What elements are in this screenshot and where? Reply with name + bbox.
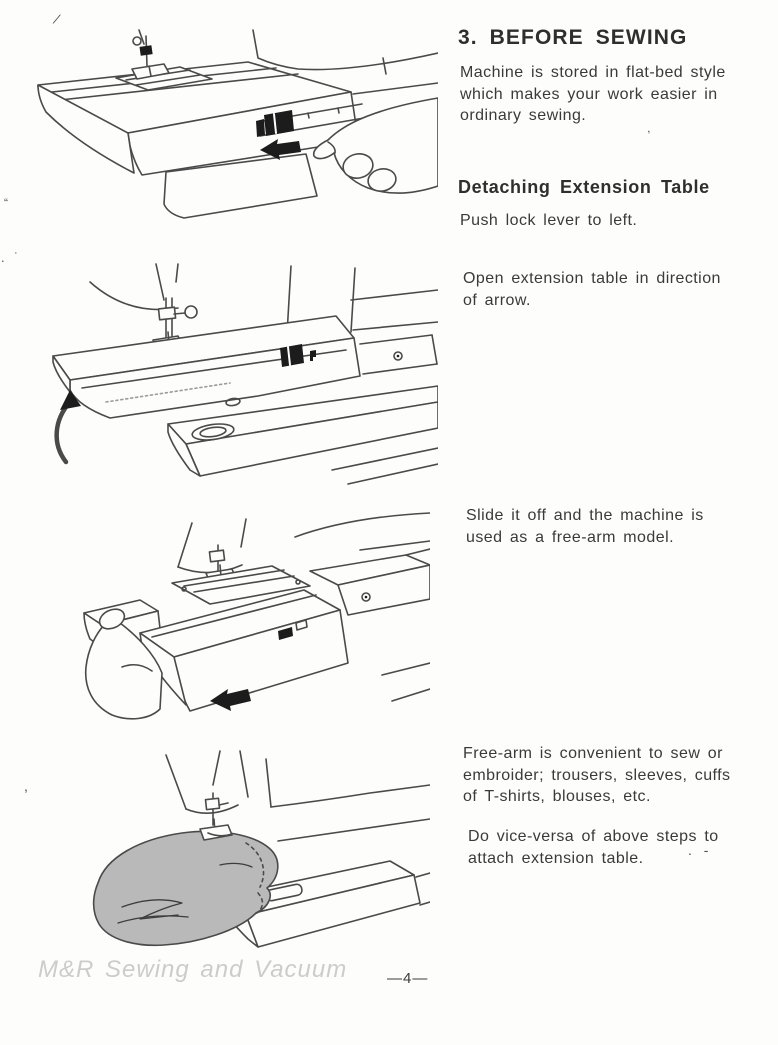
text-line: of arrow. [463,291,531,309]
step-free-arm-use: Free-arm is convenient to sew or embroid… [463,743,731,808]
table-surface-lines [331,447,438,485]
presser-foot [131,29,170,80]
free-arm-base [167,385,438,477]
presser-foot [199,818,233,841]
curved-arrow-icon [54,390,81,465]
text-line: attach extension table. [468,849,644,867]
hand [84,608,163,720]
text-line: Open extension table in direction [463,270,721,287]
text-line: Machine is stored in flat-bed style [460,64,726,81]
lock-lever [256,103,365,137]
arrow-left-icon [210,689,251,711]
fabric-sleeve [92,830,279,947]
page-title: 3. BEFORE SEWING [458,26,688,49]
step-push-lever: Push lock lever to left. [460,210,637,232]
arrow-left-icon [260,139,301,160]
illustration-free-arm-sewing [92,750,430,948]
pedestal-base [163,153,318,219]
text-line: ordinary sewing. [460,107,587,124]
machine-body-lines [265,758,430,842]
scan-artifact-mark: ’ [646,127,652,143]
scan-artifact-mark: . - [688,842,713,858]
extension-table-flatbed [37,61,358,176]
text-line: Slide it off and the machine is [466,507,704,524]
illustration-open-extension-table [52,263,438,485]
scan-artifact-mark: . ˙ [1,250,22,265]
section-heading: Detaching Extension Table [458,177,710,197]
intro-paragraph: Machine is stored in flat-bed style whic… [460,62,726,127]
watermark: M&R Sewing and Vacuum [38,956,348,983]
step-open-table: Open extension table in direction of arr… [463,268,721,311]
step-slide-off: Slide it off and the machine is used as … [466,505,704,548]
machine-bed-right [359,334,438,375]
free-arm [309,548,430,616]
step-vice-versa: Do vice-versa of above steps to attach e… [468,826,719,869]
background-lines [294,512,430,702]
text-line: Push lock lever to left. [460,212,638,229]
text-line: of T-shirts, blouses, etc. [463,788,651,805]
illustration-push-lock-lever [37,29,438,219]
text-line: Free-arm is convenient to sew or [463,745,723,762]
scan-artifact-mark: “ [4,196,8,210]
text-line: Do vice-versa of above steps to [468,828,719,845]
scan-artifact-mark: , [24,778,28,794]
scan-artifact-mark: ∕ [54,10,60,28]
lock-lever [280,344,316,367]
text-line: used as a free-arm model. [466,528,674,546]
machine-body-background [252,29,438,95]
hand [312,97,438,194]
machine-head [165,750,249,826]
page-number: —4— [387,970,429,987]
illustration-slide-table-off [83,512,430,720]
text-line: which makes your work easier in [460,85,718,103]
text-line: embroider; trousers, sleeves, cuffs [463,766,731,784]
needle-plate [171,565,311,605]
machine-head [89,263,198,350]
